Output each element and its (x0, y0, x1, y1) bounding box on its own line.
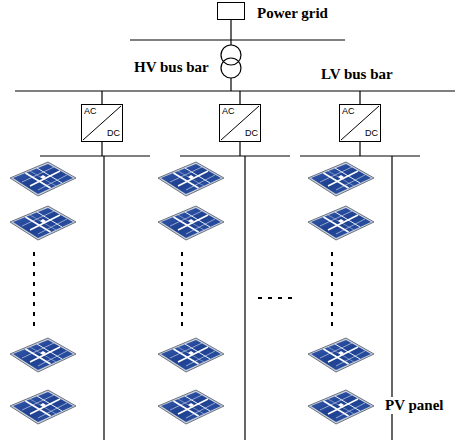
ac-side-label: AC (342, 107, 355, 116)
ac-side-label: AC (84, 107, 97, 116)
dc-side-label: DC (107, 129, 120, 138)
node-heading: Power grid (257, 6, 328, 21)
converter-box: AC DC (219, 104, 261, 142)
bus-bar-label: HV bus bar (133, 59, 210, 76)
converter-box: AC DC (339, 104, 381, 142)
bus-bar-label: LV bus bar (320, 66, 394, 83)
power-grid-box: Power grid (217, 2, 245, 20)
panel-label: PV panel (384, 397, 444, 414)
dc-side-label: DC (365, 129, 378, 138)
ac-side-label: AC (222, 107, 235, 116)
dc-side-label: DC (245, 129, 258, 138)
converter-box: AC DC (81, 104, 123, 142)
